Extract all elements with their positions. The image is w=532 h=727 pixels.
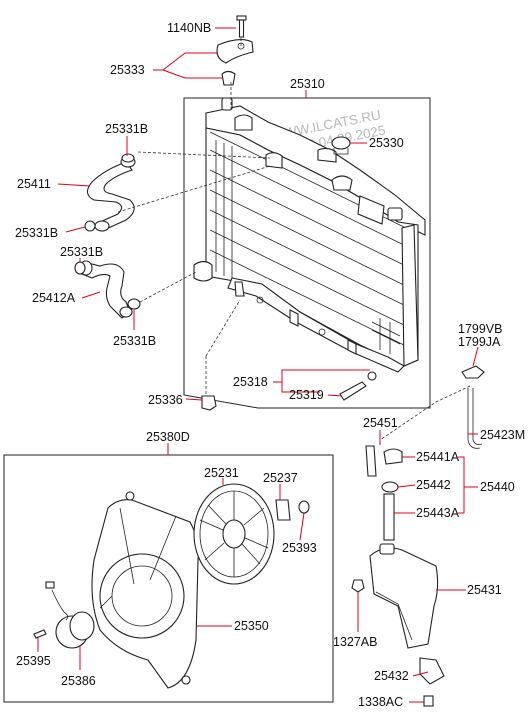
label-25412A[interactable]: 25412A [32,291,76,305]
upper-hose-25411 [86,156,136,232]
clamp-25331B-upper-b [84,220,96,232]
hose-25442 [381,481,399,493]
label-25318[interactable]: 25318 [233,375,268,389]
leader-25393 [299,512,305,541]
label-25432[interactable]: 25432 [374,669,409,683]
hose-25451 [365,445,377,477]
label-25386[interactable]: 25386 [61,674,96,688]
bolt-1140NB [236,15,247,38]
label-25440[interactable]: 25440 [480,480,515,494]
clamp-25331B-upper-a [121,153,135,163]
leader-25412A [81,291,101,299]
label-25331B-c[interactable]: 25331B [60,245,103,259]
overflow-hose-25423M [379,385,483,449]
leader-25331B-b [65,226,86,233]
reservoir-cap-25441A [383,448,403,465]
label-25350[interactable]: 25350 [234,619,269,633]
leader-25319 [327,394,343,397]
radiator-cap-25330 [331,136,351,155]
leader-25318 [273,369,370,393]
clamp-25331B-lower-b [127,298,141,310]
label-25319[interactable]: 25319 [289,388,324,402]
label-25331B-a[interactable]: 25331B [105,122,148,136]
label-25237[interactable]: 25237 [263,471,298,485]
radiator-25310 [193,97,426,373]
washer-25393 [298,500,310,514]
screw-25395 [33,629,47,639]
leader-25442 [397,484,416,488]
label-25231[interactable]: 25231 [204,466,239,480]
leader-25432 [412,671,429,677]
fan-motor-25386 [45,581,95,649]
label-25393[interactable]: 25393 [282,541,317,555]
label-25443A[interactable]: 25443A [416,506,460,520]
label-25331B-d[interactable]: 25331B [113,334,156,348]
hose-clip-1799VB [461,365,485,379]
label-1140NB[interactable]: 1140NB [167,21,211,35]
drain-plug-25336 [201,395,217,411]
leader-1799VB [472,346,479,367]
label-25411[interactable]: 25411 [17,177,51,191]
fan-25231 [193,483,275,585]
label-25442[interactable]: 25442 [416,478,451,492]
bolt-1327AB [351,579,365,593]
hose-25443A [383,493,395,541]
reservoir-tank-25431 [369,543,439,649]
label-25395[interactable]: 25395 [16,654,51,668]
bolt-1338AC [423,695,434,707]
clamp-25331B-lower-a [74,261,86,275]
leader-25333 [153,52,222,79]
drain-cock-25319 [339,371,377,401]
lower-hose-25412A [79,260,133,319]
label-25380D[interactable]: 25380D [146,430,190,444]
fan-shroud-25350 [91,491,199,689]
label-1327AB[interactable]: 1327AB [333,635,377,649]
leader-25411 [57,183,91,187]
label-1799JA[interactable]: 1799JA [458,335,501,349]
label-25330[interactable]: 25330 [369,136,404,150]
dashed-lines [117,38,271,396]
radiator-group-frame [183,97,431,409]
label-25451[interactable]: 25451 [363,416,398,430]
label-25431[interactable]: 25431 [467,583,502,597]
label-1338AC[interactable]: 1338AC [358,695,403,709]
label-25441A[interactable]: 25441A [416,450,460,464]
label-25423M[interactable]: 25423M [480,428,525,442]
label-25333[interactable]: 25333 [110,63,145,77]
bracket-25333 [216,39,254,86]
label-25331B-b[interactable]: 25331B [15,226,58,240]
label-25336[interactable]: 25336 [148,393,183,407]
bracket-25432 [419,657,445,685]
label-1799VB[interactable]: 1799VB [458,322,502,336]
label-25310[interactable]: 25310 [290,77,325,91]
leader-25440 [458,456,478,514]
fan-nut-25237 [275,499,291,521]
leader-25336 [185,398,203,401]
